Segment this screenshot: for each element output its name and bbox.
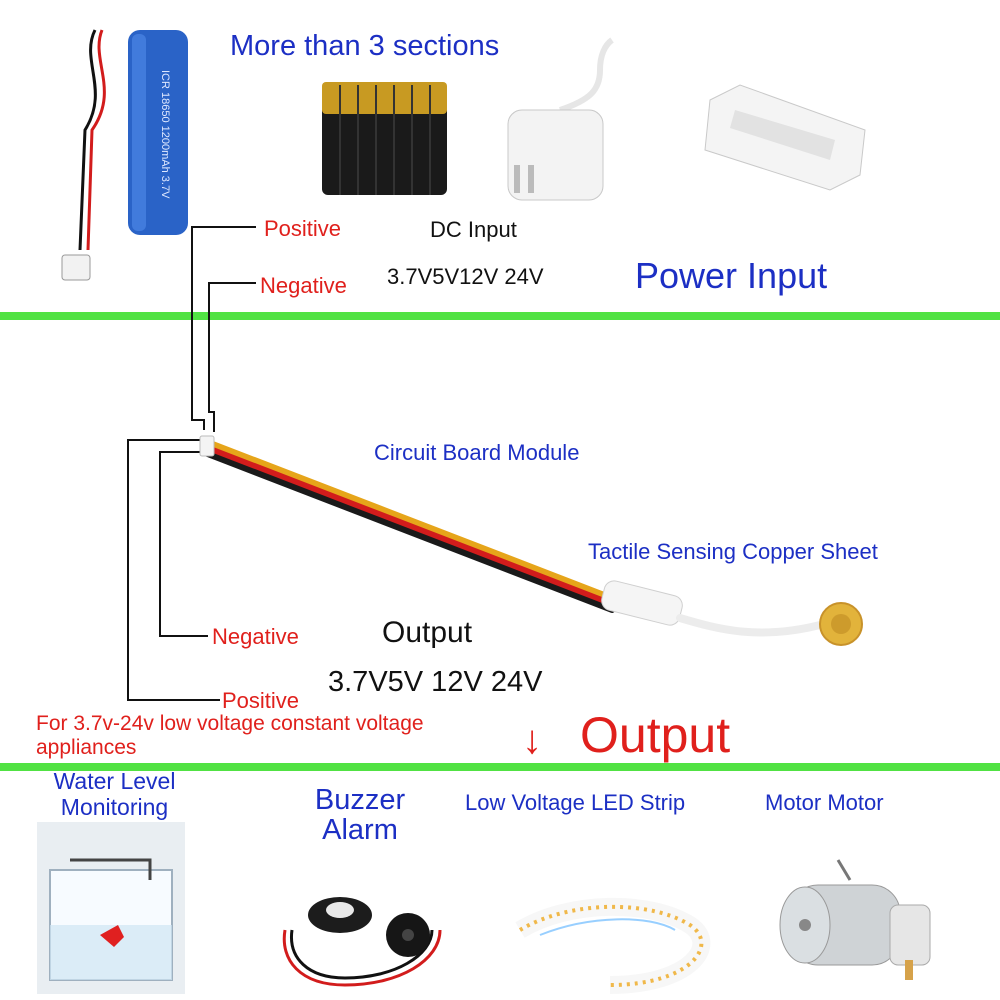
output-voltage-text: 3.7V5V 12V 24V	[328, 666, 543, 698]
sensing-sheet-label: Tactile Sensing Copper Sheet	[588, 539, 878, 564]
water-level-label: Water Level Monitoring	[53, 768, 176, 820]
led-strip-image	[515, 897, 711, 994]
aa-batteries-image	[322, 82, 447, 195]
power-input-title: Power Input	[635, 255, 828, 296]
output-negative-label: Negative	[212, 624, 299, 649]
power-voltage-text: 3.7V5V12V 24V	[387, 264, 544, 289]
output-arrow-icon: ↓	[522, 718, 542, 762]
output-label: Output	[382, 616, 473, 649]
sources-header: More than 3 sections	[230, 30, 500, 62]
motor-image	[779, 859, 931, 980]
aquarium-image	[37, 822, 185, 994]
appliance-note: For 3.7v-24v low voltage constant voltag…	[36, 712, 424, 759]
power-negative-label: Negative	[260, 273, 347, 298]
led-strip-label: Low Voltage LED Strip	[465, 790, 686, 815]
buzzer-image	[282, 897, 442, 987]
bottom-divider-line	[0, 763, 1000, 771]
output-wires	[127, 439, 220, 701]
power-wires	[191, 226, 256, 432]
buzzer-alarm-label: Buzzer Alarm	[314, 784, 406, 846]
output-positive-label: Positive	[222, 688, 300, 713]
battery-image: ICR 18650 1200mAh 3.7V	[61, 29, 188, 281]
circuit-board-image	[601, 580, 824, 637]
power-positive-label: Positive	[264, 216, 342, 241]
module-cable	[199, 435, 615, 613]
output-title: Output	[580, 707, 731, 763]
motor-label: Motor Motor	[765, 790, 884, 815]
wall-adapter-image	[507, 37, 614, 201]
led-driver-image	[704, 84, 866, 191]
dc-input-label: DC Input	[430, 217, 517, 242]
copper-sheet-image	[819, 602, 863, 646]
battery-print: ICR 18650 1200mAh 3.7V	[159, 70, 171, 199]
circuit-board-label: Circuit Board Module	[374, 440, 580, 465]
top-divider-line	[0, 312, 1000, 320]
